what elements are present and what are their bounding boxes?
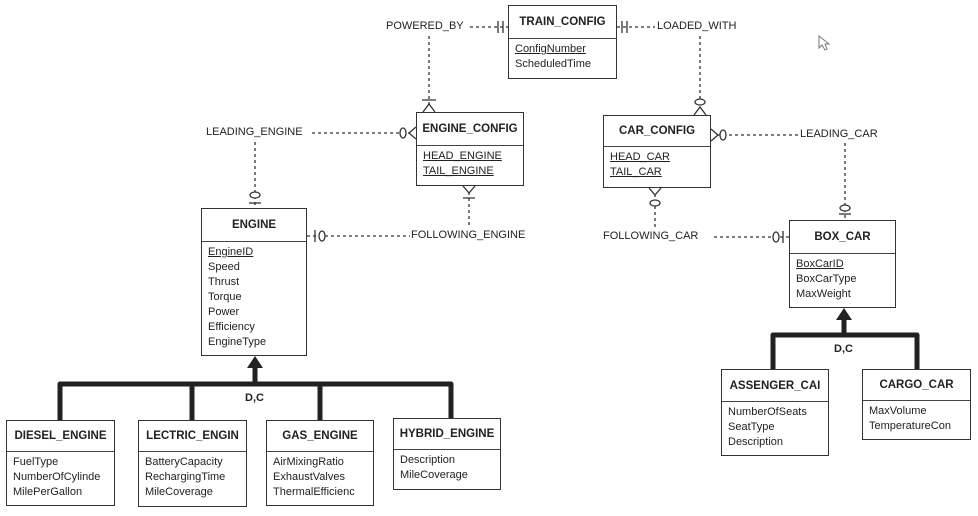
attribute: Power	[208, 306, 240, 318]
entity-title: TRAIN_CONFIG	[509, 6, 616, 39]
primary-key-attribute: EngineID	[208, 246, 254, 258]
attribute: Efficiency	[208, 321, 255, 333]
entity-title: CAR_CONFIG	[604, 116, 710, 147]
primary-key-attribute: BoxCarID	[796, 258, 844, 270]
entity-engine-config: ENGINE_CONFIG HEAD_ENGINE TAIL_ENGINE	[416, 112, 524, 186]
optional-marker	[399, 127, 407, 139]
crow-foot-marker	[710, 128, 719, 142]
attribute: EngineType	[208, 336, 267, 348]
entity-title: ASSENGER_CAI	[722, 370, 828, 402]
primary-key-attribute: TAIL_CAR	[610, 166, 662, 178]
attribute: TemperatureCon	[869, 420, 951, 432]
attribute: Speed	[208, 261, 240, 273]
crow-foot-marker	[422, 99, 436, 113]
entity-attributes: HEAD_CAR TAIL_CAR	[604, 147, 710, 183]
entity-title: ENGINE	[202, 209, 306, 242]
attribute: MaxVolume	[869, 405, 927, 417]
attribute: Description	[728, 436, 784, 448]
primary-key-attribute: HEAD_CAR	[610, 151, 670, 163]
primary-key-attribute: ConfigNumber	[515, 43, 586, 55]
optional-marker	[772, 231, 780, 243]
rel-leading-car: LEADING_CAR	[800, 128, 878, 140]
box-car-generalization-label: D,C	[834, 343, 853, 355]
attribute: ScheduledTime	[515, 58, 592, 70]
optional-marker	[649, 199, 661, 207]
entity-title: GAS_ENGINE	[267, 421, 373, 452]
one-mandatory-marker	[497, 21, 504, 33]
attribute: ThermalEfficienc	[273, 486, 355, 498]
crow-foot-marker	[693, 105, 707, 116]
engine-generalization-label: D,C	[245, 392, 264, 404]
box-car-generalization-lines	[770, 318, 920, 369]
optional-marker	[694, 98, 706, 106]
rel-following-engine: FOLLOWING_ENGINE	[411, 229, 526, 241]
attribute: AirMixingRatio	[273, 456, 344, 468]
mouse-cursor-icon	[818, 34, 831, 51]
rel-leading-engine: LEADING_ENGINE	[206, 126, 303, 138]
crow-foot-marker	[462, 185, 476, 199]
rel-loaded-with: LOADED_WITH	[657, 20, 737, 32]
rel-following-car: FOLLOWING_CAR	[603, 230, 699, 242]
box-car-inheritance-arrow	[836, 308, 852, 320]
attribute: NumberOfSeats	[728, 406, 807, 418]
attribute: NumberOfCylinde	[13, 471, 101, 483]
attribute: Torque	[208, 291, 242, 303]
optional-marker	[839, 204, 851, 212]
attribute: MileCoverage	[145, 486, 213, 498]
entity-title: ENGINE_CONFIG	[417, 113, 523, 146]
attribute: FuelType	[13, 456, 59, 468]
entity-attributes: HEAD_ENGINE TAIL_ENGINE	[417, 146, 523, 182]
attribute: MileCoverage	[400, 469, 468, 481]
crow-foot-marker	[408, 126, 417, 140]
crow-foot-marker	[648, 187, 662, 196]
engine-inheritance-arrow	[247, 356, 263, 368]
entity-title: DIESEL_ENGINE	[7, 421, 114, 452]
optional-marker	[249, 191, 261, 199]
entity-title: LECTRIC_ENGIN	[139, 421, 246, 452]
optional-marker	[719, 129, 727, 141]
attribute: BatteryCapacity	[145, 456, 223, 468]
attribute: MilePerGallon	[13, 486, 83, 498]
attribute: Description	[400, 454, 456, 466]
one-mandatory-marker	[621, 21, 628, 33]
attribute: RechargingTime	[145, 471, 226, 483]
rel-powered-by: POWERED_BY	[386, 20, 464, 32]
primary-key-attribute: TAIL_ENGINE	[423, 165, 494, 177]
attribute: Thrust	[208, 276, 240, 288]
entity-title: CARGO_CAR	[863, 370, 970, 401]
optional-marker	[318, 230, 326, 242]
attribute: MaxWeight	[796, 288, 851, 300]
attribute: ExhaustValves	[273, 471, 345, 483]
entity-title: BOX_CAR	[790, 221, 895, 254]
attribute: BoxCarType	[796, 273, 857, 285]
primary-key-attribute: HEAD_ENGINE	[423, 150, 502, 162]
attribute: SeatType	[728, 421, 775, 433]
entity-title: HYBRID_ENGINE	[394, 419, 500, 450]
engine-generalization-lines	[57, 366, 454, 420]
entity-car-config: CAR_CONFIG HEAD_CAR TAIL_CAR	[603, 115, 711, 188]
